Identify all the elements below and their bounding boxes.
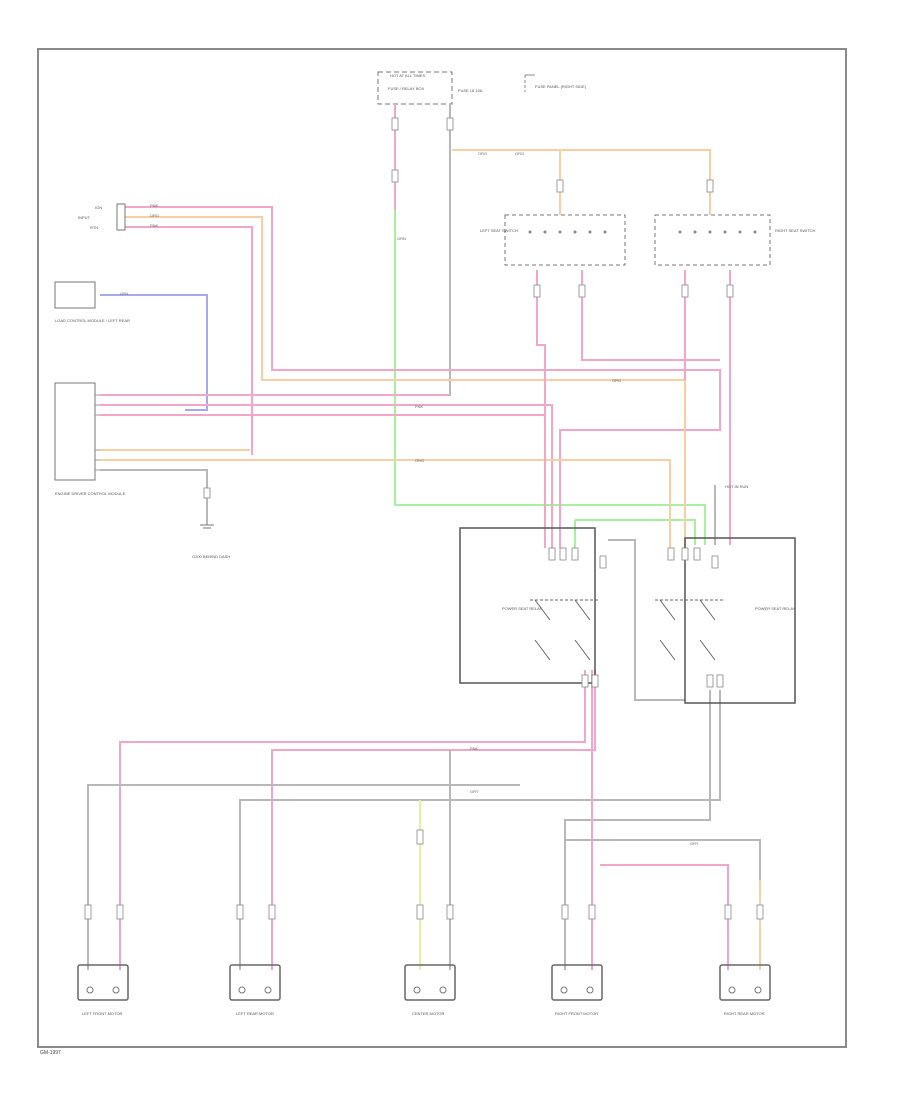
top-fuse-box: HOT AT ALL TIMES FUSE / RELAY BOX FUSE 1…	[377, 71, 587, 105]
connector-marks	[84, 117, 764, 920]
wire-label-orange-module: ORG	[415, 458, 424, 463]
motor-label-right-front: RIGHT FRONT MOTOR	[555, 1011, 598, 1016]
wire-input-1	[125, 206, 721, 548]
input-line-1: IGN	[95, 205, 102, 210]
wire-gray-fuse	[260, 104, 451, 396]
wire-module-gray-ground	[100, 469, 208, 525]
left-seat-switch-label: LEFT SEAT SWITCH	[480, 228, 518, 233]
right-relay-label: POWER SEAT RELAY	[755, 606, 796, 611]
wire-orange-top	[452, 149, 711, 215]
wire-rf-gray	[564, 690, 711, 970]
engine-driver-module: ENGINE DRIVER CONTROL MODULE	[54, 382, 126, 496]
wire-label-orange-top-2: ORG	[515, 151, 524, 156]
wire-lsw-right	[581, 270, 720, 361]
fuse-label: FUSE 18 10A	[458, 88, 483, 93]
wire-label-orange-1: ORG	[150, 213, 159, 218]
motor-label-center: CENTER MOTOR	[412, 1011, 444, 1016]
wire-relay-out-1	[119, 670, 586, 970]
wire-label-pink-module: PNK	[415, 404, 424, 409]
wire-label-pink-lower: PNK	[470, 746, 479, 751]
wire-green-main	[394, 210, 706, 545]
motor-left-rear: LEFT REAR MOTOR	[229, 964, 281, 1016]
wire-rr-pink	[600, 864, 729, 970]
left-relay-label: POWER SEAT RELAY	[502, 606, 543, 611]
wire-input-2	[125, 216, 686, 548]
input-line-2: INPUT	[78, 215, 91, 220]
right-relay: POWER SEAT RELAY HOT IN RUN	[655, 484, 796, 704]
left-relay: POWER SEAT RELAY	[459, 527, 600, 684]
motor-label-right-rear: RIGHT REAR MOTOR	[724, 1011, 765, 1016]
wire-lsw-left	[536, 270, 546, 548]
motor-right-rear: RIGHT REAR MOTOR	[719, 964, 771, 1016]
wire-relay-gray-2	[239, 690, 721, 970]
motors: LEFT FRONT MOTOR LEFT REAR MOTOR CENTER …	[77, 964, 771, 1016]
wire-module-blue	[100, 294, 208, 411]
wire-relay-gray-1	[87, 784, 520, 970]
wires	[87, 104, 761, 970]
motor-label-left-rear: LEFT REAR MOTOR	[236, 1011, 274, 1016]
load-control-module-label: LOAD CONTROL MODULE / LEFT REAR	[55, 318, 130, 323]
motor-center: CENTER MOTOR	[404, 964, 456, 1016]
left-seat-switch: LEFT SEAT SWITCH	[480, 214, 626, 266]
wire-relay-out-2	[271, 670, 596, 970]
motor-left-front: LEFT FRONT MOTOR	[77, 964, 129, 1016]
motor-right-front: RIGHT FRONT MOTOR	[551, 964, 603, 1016]
motor-label-left-front: LEFT FRONT MOTOR	[82, 1011, 123, 1016]
wire-label-orange-bus: ORG	[612, 378, 621, 383]
wire-input-3	[125, 226, 253, 455]
wire-module-pink-2	[100, 404, 553, 548]
wire-label-orange-top: ORG	[478, 151, 487, 156]
wire-label-pink-1: PNK	[150, 203, 159, 208]
wire-module-orange-2	[100, 459, 671, 548]
input-line-3: RTN	[90, 225, 98, 230]
ground-label: G200 BEHIND DASH	[192, 554, 230, 559]
load-control-module: LOAD CONTROL MODULE / LEFT REAR	[54, 281, 130, 323]
wire-label-green: GRN	[397, 236, 406, 241]
wire-green-branch	[575, 519, 696, 545]
switch-input-labels: IGN INPUT RTN	[78, 203, 126, 231]
ground-symbol: G200 BEHIND DASH	[192, 524, 230, 559]
wire-label-gray-rr: GRY	[690, 841, 699, 846]
fuse-side-label: FUSE PANEL (RIGHT SIDE)	[535, 84, 587, 89]
fuse-box-label: FUSE / RELAY BOX	[388, 86, 425, 91]
diagram-frame	[37, 48, 847, 1048]
wire-label-gray-lower: GRY	[470, 789, 479, 794]
fuse-box-title: HOT AT ALL TIMES	[390, 73, 425, 78]
footer-code: GM-1997	[40, 1050, 61, 1056]
right-seat-switch: RIGHT SEAT SWITCH	[654, 214, 816, 266]
wire-labels: ORG ORG PNK ORG PNK GRY PNK ORG ORG GRN …	[120, 151, 699, 846]
engine-driver-module-label: ENGINE DRIVER CONTROL MODULE	[55, 491, 126, 496]
wire-label-pink-2: PNK	[150, 223, 159, 228]
wire-right-gray-loop	[608, 539, 685, 701]
relay-hot-label: HOT IN RUN	[725, 484, 748, 489]
right-seat-switch-label: RIGHT SEAT SWITCH	[775, 228, 816, 233]
wire-label-gray-module: GRY	[120, 291, 129, 296]
